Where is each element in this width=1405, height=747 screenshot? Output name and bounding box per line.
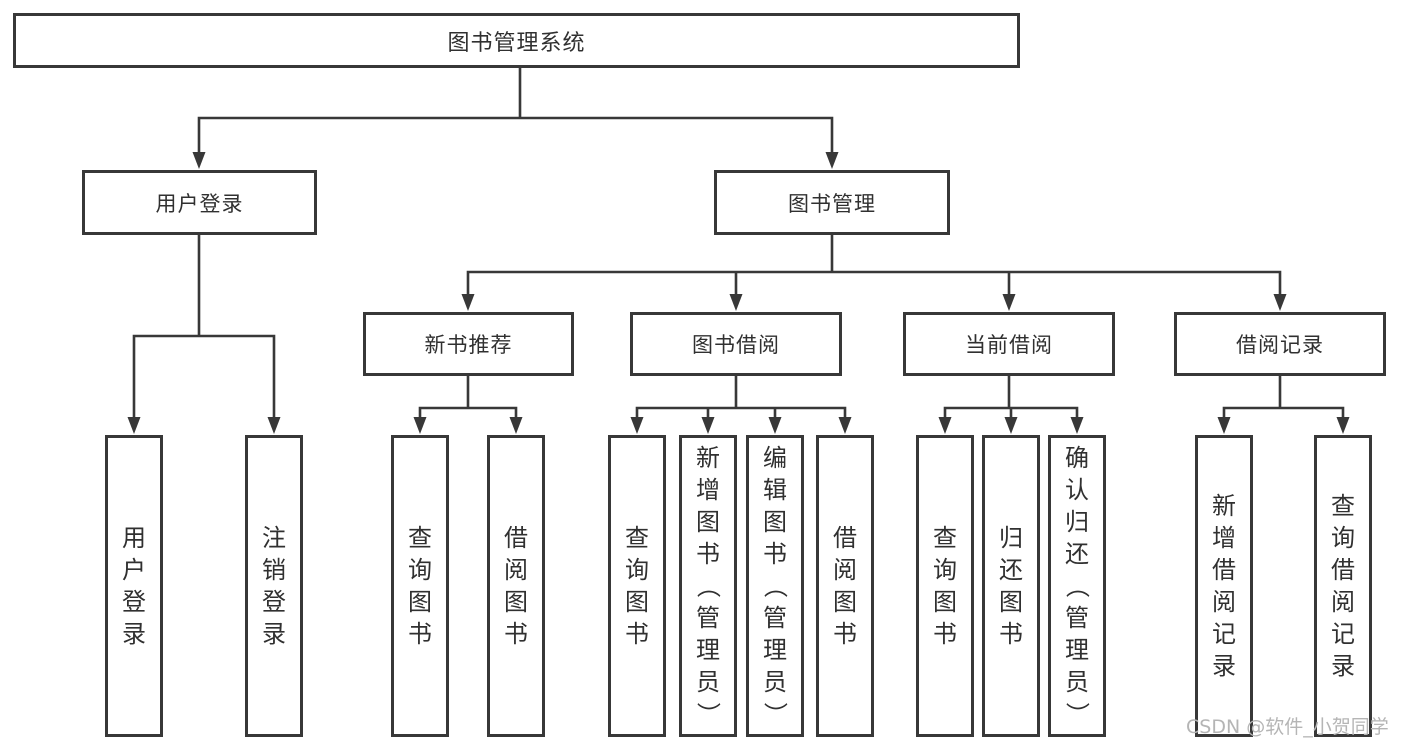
leaf-confirm-return-admin: 确认归还（管理员） [1048,435,1106,737]
node-label: 用户登录 [155,191,244,216]
node-label: 图书管理系统 [447,30,586,56]
leaf-borrow-books: 借阅图书 [816,435,874,737]
leaf-query-borrow-record: 查询借阅记录 [1314,435,1372,737]
node-label: 新书推荐 [424,333,513,357]
node-label: 新增图书（管理员） [694,444,722,726]
node-label: 查询图书 [625,524,649,648]
leaf-query-books-current: 查询图书 [916,435,974,737]
leaf-return-books: 归还图书 [982,435,1040,737]
node-label: 查询图书 [933,524,957,648]
node-book-borrowing: 图书借阅 [630,312,842,376]
node-label: 注销登录 [262,524,286,648]
node-new-book-recommend: 新书推荐 [363,312,574,376]
leaf-add-book-admin: 新增图书（管理员） [679,435,737,737]
leaf-query-books-recommend: 查询图书 [391,435,449,737]
node-label: 借阅图书 [833,524,857,648]
node-label: 查询借阅记录 [1331,492,1355,680]
node-label: 查询图书 [408,524,432,648]
node-label: 新增借阅记录 [1212,492,1236,680]
node-borrowing-records: 借阅记录 [1174,312,1386,376]
leaf-borrow-books-recommend: 借阅图书 [487,435,545,737]
leaf-edit-book-admin: 编辑图书（管理员） [746,435,804,737]
leaf-query-books-borrowing: 查询图书 [608,435,666,737]
node-label: 借阅记录 [1236,333,1324,357]
csdn-watermark: CSDN @软件_小贺同学 [1186,716,1389,738]
node-label: 确认归还（管理员） [1063,444,1091,726]
node-label: 归还图书 [999,524,1023,648]
node-label: 借阅图书 [504,524,528,648]
node-label: 编辑图书（管理员） [761,444,789,726]
node-label: 图书管理 [788,191,876,216]
node-label: 当前借阅 [965,333,1053,357]
leaf-add-borrow-record: 新增借阅记录 [1195,435,1253,737]
node-label: 图书借阅 [692,333,780,357]
node-current-borrowing: 当前借阅 [903,312,1115,376]
node-label: 用户登录 [122,524,146,648]
leaf-logout: 注销登录 [245,435,303,737]
leaf-user-login: 用户登录 [105,435,163,737]
node-library-management-system: 图书管理系统 [13,13,1020,68]
node-book-management: 图书管理 [714,170,950,235]
node-user-login: 用户登录 [82,170,317,235]
